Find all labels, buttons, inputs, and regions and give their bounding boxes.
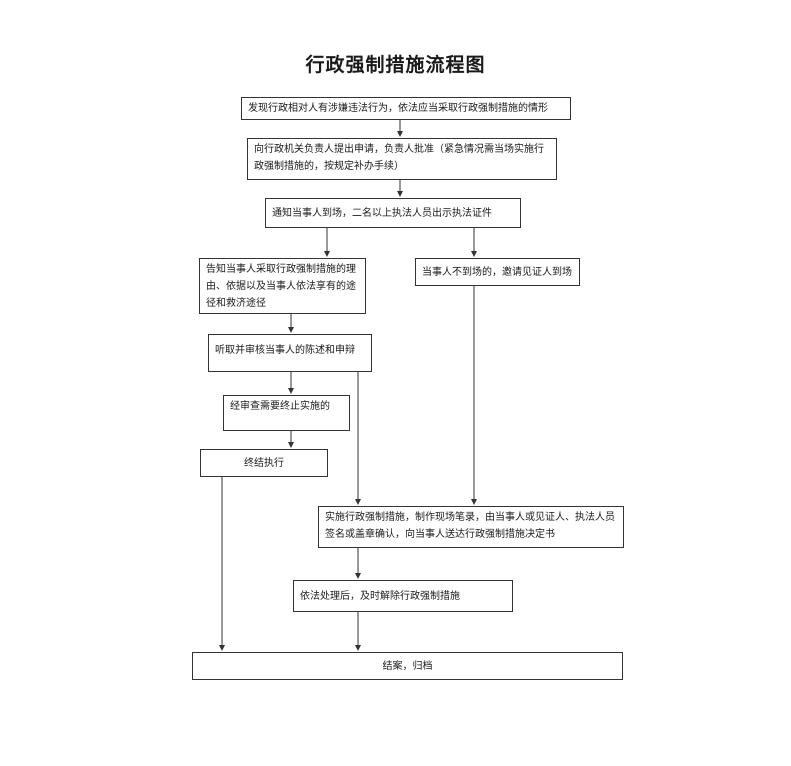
step-close: 结案，归档 (192, 652, 623, 680)
step-apply: 向行政机关负责人提出申请，负责人批准（紧急情况需当场实施行政强制措施的，按规定补… (247, 138, 557, 180)
step-inform: 告知当事人采取行政强制措施的理由、依据以及当事人依法享有的途径和救济途径 (199, 258, 366, 314)
page-title: 行政强制措施流程图 (305, 54, 486, 76)
step-discover: 发现行政相对人有涉嫌违法行为，依法应当采取行政强制措施的情形 (241, 97, 571, 120)
step-absent: 当事人不到场的，邀请见证人到场 (415, 258, 580, 286)
step-notify: 通知当事人到场，二名以上执法人员出示执法证件 (265, 198, 521, 228)
step-review: 经审查需要终止实施的 (223, 395, 350, 431)
step-release: 依法处理后，及时解除行政强制措施 (293, 580, 513, 612)
step-implement: 实施行政强制措施，制作现场笔录，由当事人或见证人、执法人员签名或盖章确认，向当事… (318, 506, 624, 548)
step-terminate: 终结执行 (200, 449, 328, 477)
step-hear: 听取并审核当事人的陈述和申辩 (208, 334, 372, 372)
